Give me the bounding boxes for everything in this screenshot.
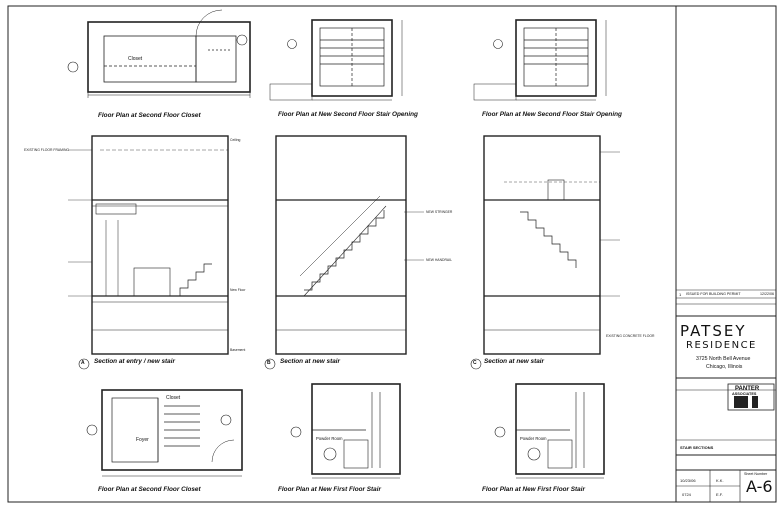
section-new-stair-c-linework <box>470 135 601 370</box>
firm-name: PANTER <box>735 386 760 392</box>
drawing-title-new-second-stair-2: Floor Plan at New Second Floor Stair Ope… <box>482 111 622 118</box>
drawing-title-new-first-stair-2: Floor Plan at New First Floor Stair <box>482 486 585 493</box>
drawing-title-section-new-stair-b: Section at new stair <box>280 358 341 365</box>
plan-closet-second-2-linework <box>86 389 243 477</box>
sheet-number: A-6 <box>746 477 773 496</box>
room-label-closet-2: Closet <box>166 395 181 401</box>
note-existing-concrete: EXISTING CONCRETE FLOOR <box>606 334 655 338</box>
project-address-2: Chicago, Illinois <box>706 364 743 370</box>
sheet-number-label: Sheet Number <box>744 472 768 476</box>
project-name-2: RESIDENCE <box>686 340 757 351</box>
section-mark-a: A <box>81 360 85 366</box>
plan-new-second-stair-2-linework <box>473 19 607 101</box>
drawing-title-section-entry: Section at entry / new stair <box>94 358 175 365</box>
note-new-floor: New Floor <box>230 288 246 292</box>
date-value: 10/23/06 <box>680 478 696 483</box>
note-leaders <box>68 149 620 297</box>
room-label-foyer: Foyer <box>136 437 149 443</box>
project-address-1: 3725 North Bell Avenue <box>696 356 751 362</box>
section-mark-c: C <box>473 360 477 366</box>
drawn-by-value: K.K. <box>716 478 724 483</box>
project-name: PATSEY <box>680 322 747 340</box>
plan-new-first-stair-linework <box>290 383 401 479</box>
revision-date: 12/22/06 <box>760 292 774 296</box>
section-new-stair-b-linework <box>264 135 407 370</box>
room-label-powder-room: Powder Room <box>316 436 343 441</box>
checked-by-value: E.F. <box>716 492 723 497</box>
note-ceiling: Ceiling <box>230 138 241 142</box>
revision-text: ISSUED FOR BUILDING PERMIT <box>686 292 741 296</box>
sheet-title: STAIR SECTIONS <box>680 445 714 450</box>
title-block-border <box>675 5 777 503</box>
section-mark-b: B <box>267 360 271 366</box>
note-new-handrail: NEW HANDRAIL <box>426 258 452 262</box>
job-number-value: 0724 <box>682 492 691 497</box>
revision-number: 1 <box>679 292 682 297</box>
drawing-title-closet-second: Floor Plan at Second Floor Closet <box>98 112 201 119</box>
note-basement: Basement <box>230 348 246 352</box>
plan-new-second-stair-linework <box>269 19 403 101</box>
room-label-closet: Closet <box>128 56 143 62</box>
plan-closet-second-linework <box>67 9 251 98</box>
drawing-title-new-second-stair: Floor Plan at New Second Floor Stair Ope… <box>278 111 418 118</box>
drawing-title-new-first-stair: Floor Plan at New First Floor Stair <box>278 486 381 493</box>
drawing-title-closet-second-2: Floor Plan at Second Floor Closet <box>98 486 201 493</box>
title-block-lines <box>676 289 776 502</box>
room-label-powder-room-2: Powder Room <box>520 436 547 441</box>
firm-name-2: ASSOCIATES <box>732 392 757 396</box>
drawing-title-section-new-stair-c: Section at new stair <box>484 358 545 365</box>
note-existing-floor: EXISTING FLOOR FRAMING <box>24 148 70 152</box>
note-new-stringer: NEW STRINGER <box>426 210 453 214</box>
plan-new-first-stair-2-linework <box>494 383 605 479</box>
section-entry-linework <box>78 135 229 370</box>
